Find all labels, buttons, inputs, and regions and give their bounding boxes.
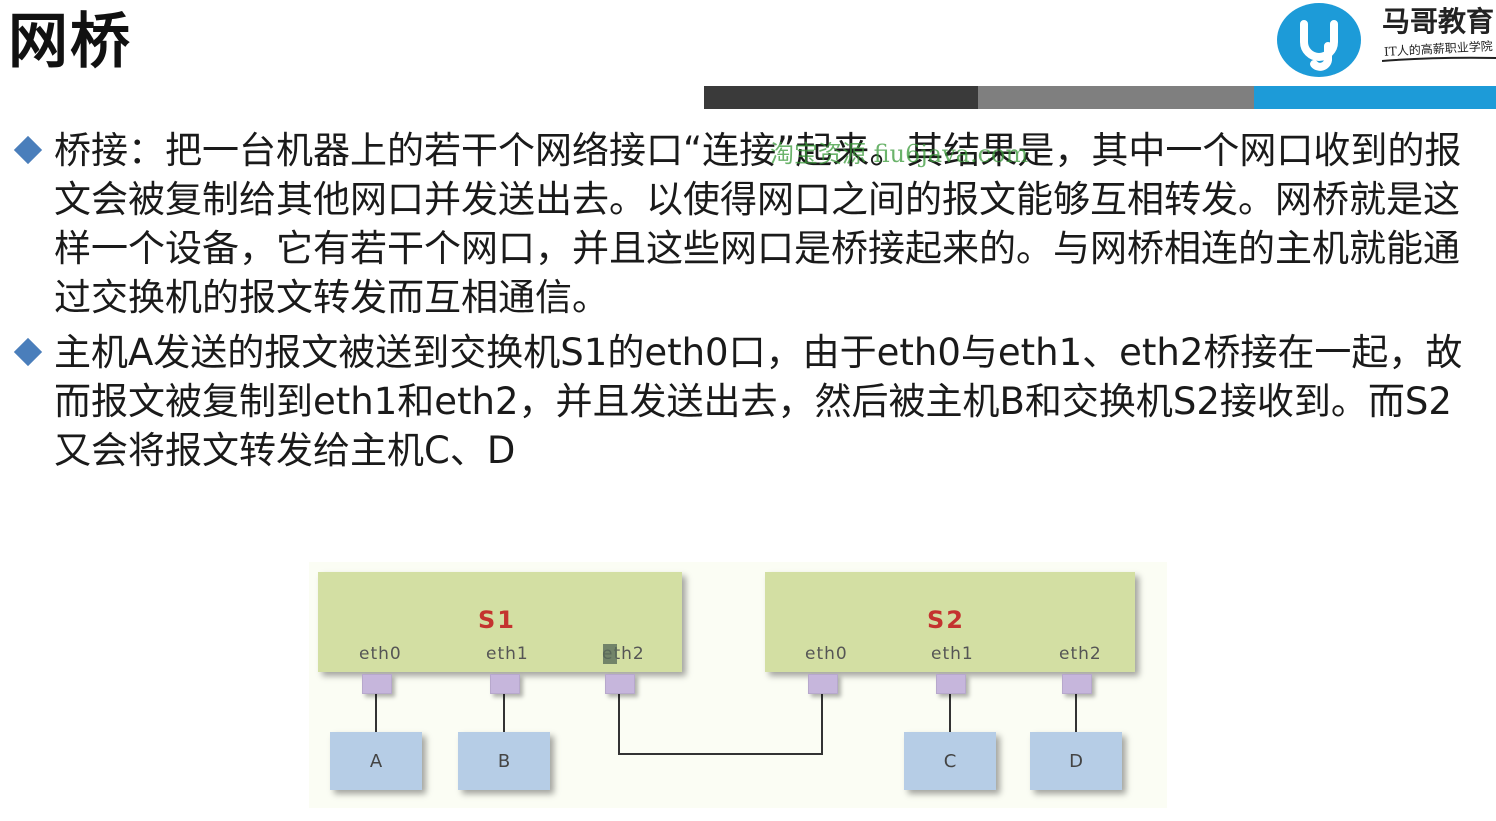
s2-port-eth2 <box>1062 674 1092 694</box>
host-d: D <box>1030 732 1122 790</box>
s1-port-eth1 <box>490 674 520 694</box>
paragraph-bridge-example: 主机A发送的报文被送到交换机S1的eth0口，由于eth0与eth1、eth2桥… <box>54 331 1463 472</box>
switch-s1-label: S1 <box>478 606 516 634</box>
header-bar-blue <box>1254 86 1496 109</box>
host-c: C <box>904 732 996 790</box>
s2-port-eth1-label: eth1 <box>931 644 974 664</box>
s1-port-eth0 <box>362 674 392 694</box>
switch-s1 <box>318 572 682 672</box>
s2-port-eth0 <box>808 674 838 694</box>
page-title: 网桥 <box>8 7 132 77</box>
logo-icon <box>1277 3 1361 77</box>
header-bar-dark <box>704 86 978 109</box>
watermark: 淘宝资源 fiu6java.com <box>770 140 1029 168</box>
switch-s2 <box>765 572 1135 672</box>
s2-port-eth1 <box>936 674 966 694</box>
brand-name: 马哥教育 <box>1382 5 1495 38</box>
text-cursor-icon <box>603 644 617 664</box>
switch-s2-label: S2 <box>927 606 965 634</box>
s1-port-eth1-label: eth1 <box>486 644 529 664</box>
host-a: A <box>330 732 422 790</box>
brand-underline <box>1382 56 1496 62</box>
link-s1eth2-s2eth0 <box>618 692 823 755</box>
s1-port-eth0-label: eth0 <box>359 644 402 664</box>
header-bar-gray <box>978 86 1254 109</box>
host-b: B <box>458 732 550 790</box>
s1-port-eth2 <box>605 674 635 694</box>
paragraph-bridge-definition: 桥接：把一台机器上的若干个网络接口“连接”起来。其结果是，其中一个网口收到的报文… <box>54 129 1462 319</box>
s2-port-eth0-label: eth0 <box>805 644 848 664</box>
s2-port-eth2-label: eth2 <box>1059 644 1102 664</box>
